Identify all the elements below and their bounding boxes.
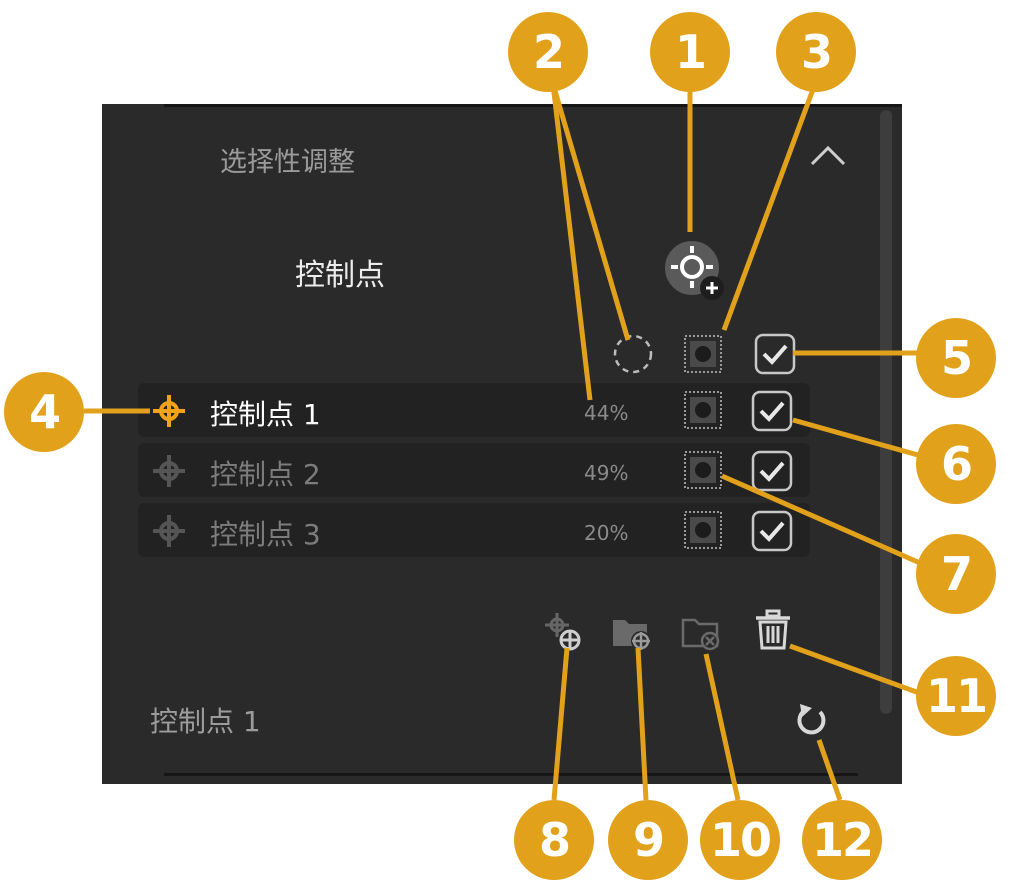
control-points-title: 控制点: [295, 258, 385, 293]
control-point-value: 44%: [584, 401, 629, 425]
dashed-circle-icon[interactable]: [612, 333, 654, 375]
callout-badge: 11: [916, 656, 996, 736]
control-point-row-3[interactable]: 控制点 3 20%: [138, 503, 810, 557]
callout-badge: 1: [650, 12, 730, 92]
control-point-name: 控制点 2: [210, 458, 321, 491]
control-point-value: 49%: [584, 461, 629, 485]
callout-badge: 12: [802, 800, 882, 880]
checkbox-icon[interactable]: [750, 509, 794, 553]
callout-badge: 7: [916, 534, 996, 614]
folder-remove-icon[interactable]: [680, 610, 726, 656]
callout-badge: 4: [4, 372, 84, 452]
control-point-row-2[interactable]: 控制点 2 49%: [138, 443, 810, 497]
selective-adjustments-panel: 选择性调整 控制点 控制点 1 44%: [102, 104, 902, 784]
section-title: 选择性调整: [220, 147, 355, 178]
mask-icon[interactable]: [682, 509, 724, 551]
control-point-row-1[interactable]: 控制点 1 44%: [138, 383, 810, 437]
panel-bottom-divider: [164, 773, 858, 776]
reset-icon[interactable]: [792, 700, 832, 740]
panel-top-divider: [164, 104, 902, 107]
callout-badge: 5: [916, 318, 996, 398]
crosshair-icon: [153, 455, 185, 487]
crosshair-icon: [153, 515, 185, 547]
group-folder-add-icon[interactable]: [610, 610, 656, 656]
chevron-up-icon[interactable]: [808, 142, 848, 168]
crosshair-icon: [153, 395, 185, 427]
checkbox-icon[interactable]: [753, 332, 797, 376]
trash-icon[interactable]: [750, 608, 796, 654]
control-point-value: 20%: [584, 521, 629, 545]
mask-icon[interactable]: [682, 449, 724, 491]
add-control-point-icon[interactable]: [664, 240, 726, 302]
selected-point-label: 控制点 1: [150, 705, 261, 738]
control-point-name: 控制点 3: [210, 518, 321, 551]
mask-icon[interactable]: [682, 389, 724, 431]
duplicate-point-icon[interactable]: [540, 610, 586, 656]
callout-badge: 9: [608, 800, 688, 880]
checkbox-icon[interactable]: [750, 449, 794, 493]
callout-badge: 6: [916, 424, 996, 504]
callout-badge: 3: [776, 12, 856, 92]
panel-scrollbar[interactable]: [880, 110, 892, 714]
control-point-name: 控制点 1: [210, 398, 321, 431]
callout-badge: 2: [508, 12, 588, 92]
callout-badge: 8: [514, 800, 594, 880]
mask-icon[interactable]: [682, 333, 724, 375]
callout-badge: 10: [700, 800, 780, 880]
checkbox-icon[interactable]: [750, 389, 794, 433]
